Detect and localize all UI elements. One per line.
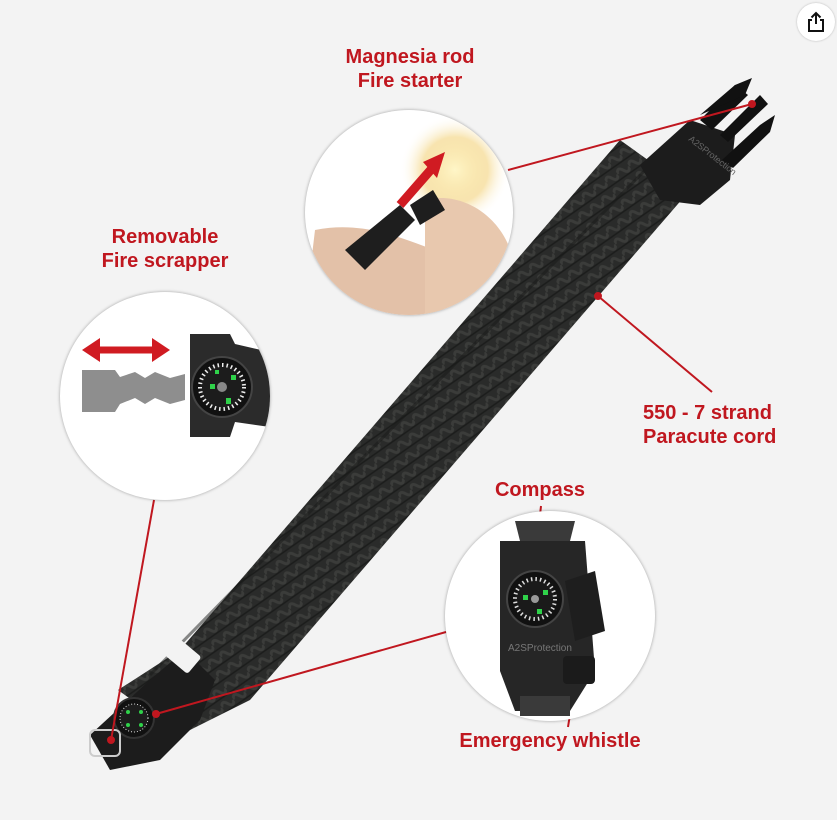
- magnesia-rod-label: Magnesia rod Fire starter: [320, 45, 500, 93]
- top-buckle: A2SProtection: [640, 78, 775, 205]
- fire-scrapper-line2: Fire scrapper: [101, 250, 229, 272]
- compass-line1: Compass: [494, 479, 586, 501]
- fire-scrapper-detail-circle: [60, 292, 270, 500]
- fire-scrapper-label: Removable Fire scrapper: [75, 225, 255, 273]
- emergency-whistle-label: Emergency whistle: [430, 729, 670, 753]
- magnesia-rod-line2: Fire starter: [357, 70, 463, 92]
- bottom-buckle: [89, 639, 215, 770]
- share-icon: [808, 11, 824, 32]
- paracord-label: 550 - 7 strand Paracute cord: [630, 401, 810, 449]
- magnesia-rod-line1: Magnesia rod: [345, 46, 475, 68]
- compass-label: Compass: [470, 478, 610, 502]
- fire-scrapper-line1: Removable: [111, 226, 219, 248]
- emergency-whistle-line1: Emergency whistle: [459, 730, 641, 752]
- svg-text:A2SProtection: A2SProtection: [508, 643, 572, 654]
- paracord-line2: Paracute cord: [643, 426, 777, 448]
- share-button[interactable]: [797, 3, 835, 41]
- compass-whistle-detail-circle: A2SProtection: [445, 511, 655, 721]
- paracord-body: [118, 140, 690, 735]
- magnesia-rod-detail-circle: [305, 110, 513, 315]
- paracord-line1: 550 - 7 strand: [643, 402, 772, 424]
